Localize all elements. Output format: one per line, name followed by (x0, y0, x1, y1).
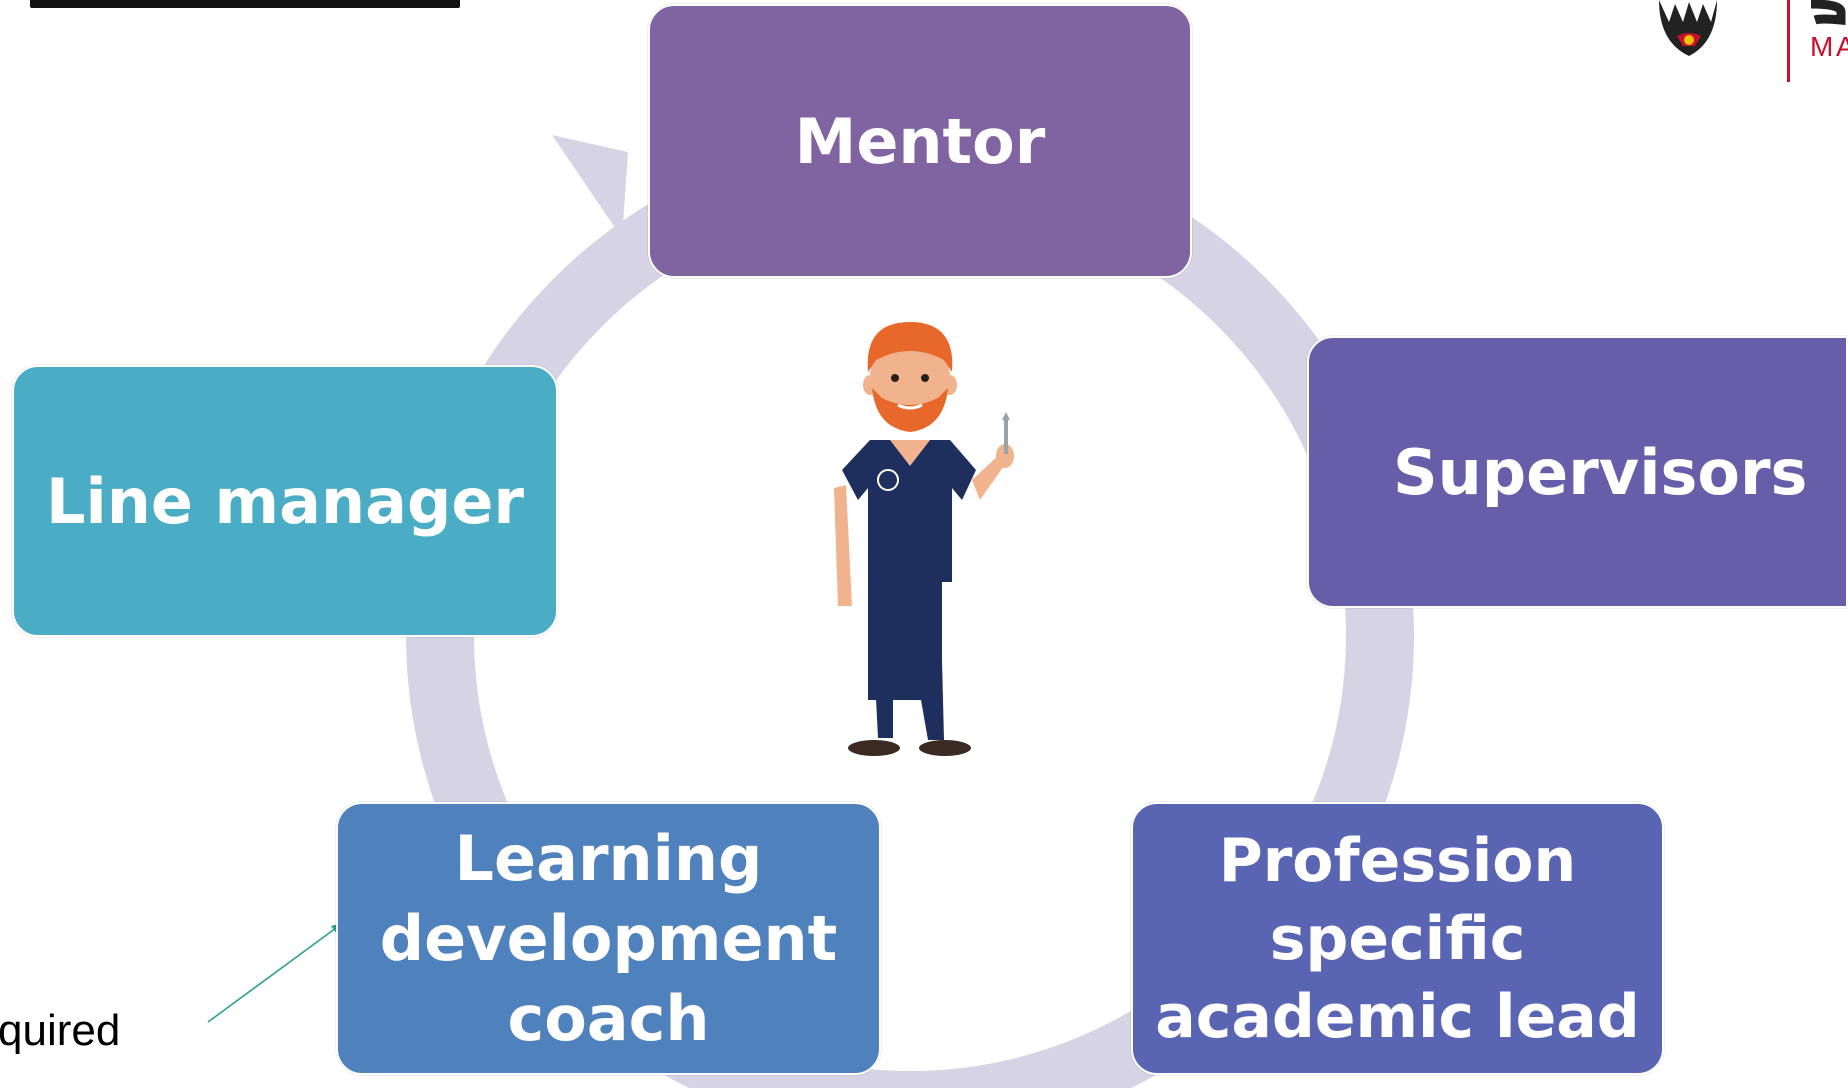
supervisors-label: Supervisors (1393, 435, 1808, 509)
slide-title-fragment (30, 0, 460, 8)
cycle-arrowhead (552, 135, 628, 238)
profession-line-1: Profession (1218, 825, 1577, 896)
side-note-text: quired (0, 1006, 121, 1055)
learning-line-2: development (379, 901, 838, 975)
svg-text:A: A (1836, 31, 1848, 62)
mentor-label: Mentor (794, 104, 1046, 178)
profession-line-3: academic lead (1155, 981, 1640, 1052)
svg-text:M: M (1810, 31, 1833, 62)
mentor-box: Mentor (648, 4, 1192, 278)
learning-coach-box: Learning development coach (336, 802, 881, 1075)
learning-line-3: coach (507, 981, 710, 1055)
supervisors-box: Supervisors (1307, 336, 1848, 608)
profession-line-2: specific (1269, 903, 1526, 974)
line-manager-box: Line manager (12, 365, 558, 637)
profession-lead-box: Profession specific academic lead (1131, 802, 1664, 1075)
university-logo: M A (1659, 0, 1848, 82)
learning-line-1: Learning (454, 821, 763, 895)
connector-arrow (207, 927, 337, 1023)
line-manager-label: Line manager (46, 464, 524, 538)
person-illustration (834, 322, 1014, 756)
